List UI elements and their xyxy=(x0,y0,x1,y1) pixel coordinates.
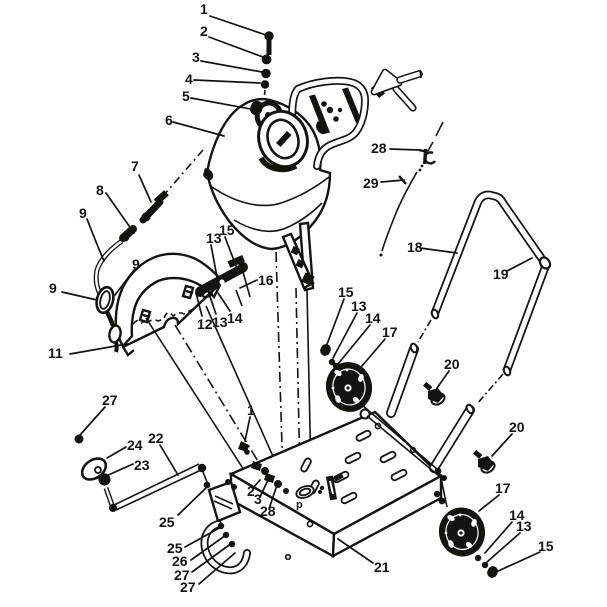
svg-text:27: 27 xyxy=(180,579,196,595)
svg-text:24: 24 xyxy=(127,437,143,453)
svg-text:8: 8 xyxy=(96,182,104,198)
svg-text:17: 17 xyxy=(382,324,398,340)
svg-text:18: 18 xyxy=(407,239,423,255)
svg-text:2: 2 xyxy=(200,23,208,39)
svg-text:5: 5 xyxy=(182,88,190,104)
svg-text:21: 21 xyxy=(374,559,390,575)
svg-text:9: 9 xyxy=(79,205,87,221)
svg-text:4: 4 xyxy=(185,71,193,87)
svg-text:22: 22 xyxy=(148,430,164,446)
svg-text:25: 25 xyxy=(167,540,183,556)
svg-text:15: 15 xyxy=(538,538,554,554)
svg-text:9: 9 xyxy=(49,280,57,296)
svg-text:1: 1 xyxy=(200,1,208,17)
svg-text:23: 23 xyxy=(134,457,150,473)
svg-text:28: 28 xyxy=(371,140,387,156)
svg-text:13: 13 xyxy=(516,518,532,534)
svg-text:13: 13 xyxy=(351,298,367,314)
svg-text:16: 16 xyxy=(258,272,274,288)
svg-text:28: 28 xyxy=(260,503,276,519)
svg-text:20: 20 xyxy=(444,356,460,372)
svg-text:1: 1 xyxy=(247,402,255,418)
svg-text:12: 12 xyxy=(197,316,213,332)
svg-text:2: 2 xyxy=(247,483,255,499)
svg-text:14: 14 xyxy=(365,310,381,326)
svg-text:9: 9 xyxy=(132,256,140,272)
svg-text:15: 15 xyxy=(219,222,235,238)
svg-text:20: 20 xyxy=(509,419,525,435)
svg-text:6: 6 xyxy=(165,112,173,128)
svg-text:17: 17 xyxy=(495,480,511,496)
svg-text:14: 14 xyxy=(509,507,525,523)
svg-text:3: 3 xyxy=(192,49,200,65)
svg-text:7: 7 xyxy=(131,158,139,174)
svg-text:25: 25 xyxy=(159,514,175,530)
svg-text:15: 15 xyxy=(338,284,354,300)
svg-text:26: 26 xyxy=(172,553,188,569)
svg-text:11: 11 xyxy=(48,345,63,361)
svg-text:3: 3 xyxy=(254,491,262,507)
svg-text:13: 13 xyxy=(212,314,228,330)
svg-text:p: p xyxy=(296,499,303,511)
svg-text:14: 14 xyxy=(227,310,243,326)
svg-text:27: 27 xyxy=(102,392,118,408)
svg-text:27: 27 xyxy=(174,567,190,583)
svg-text:19: 19 xyxy=(493,266,509,282)
svg-text:29: 29 xyxy=(363,175,379,191)
svg-text:13: 13 xyxy=(206,230,222,246)
